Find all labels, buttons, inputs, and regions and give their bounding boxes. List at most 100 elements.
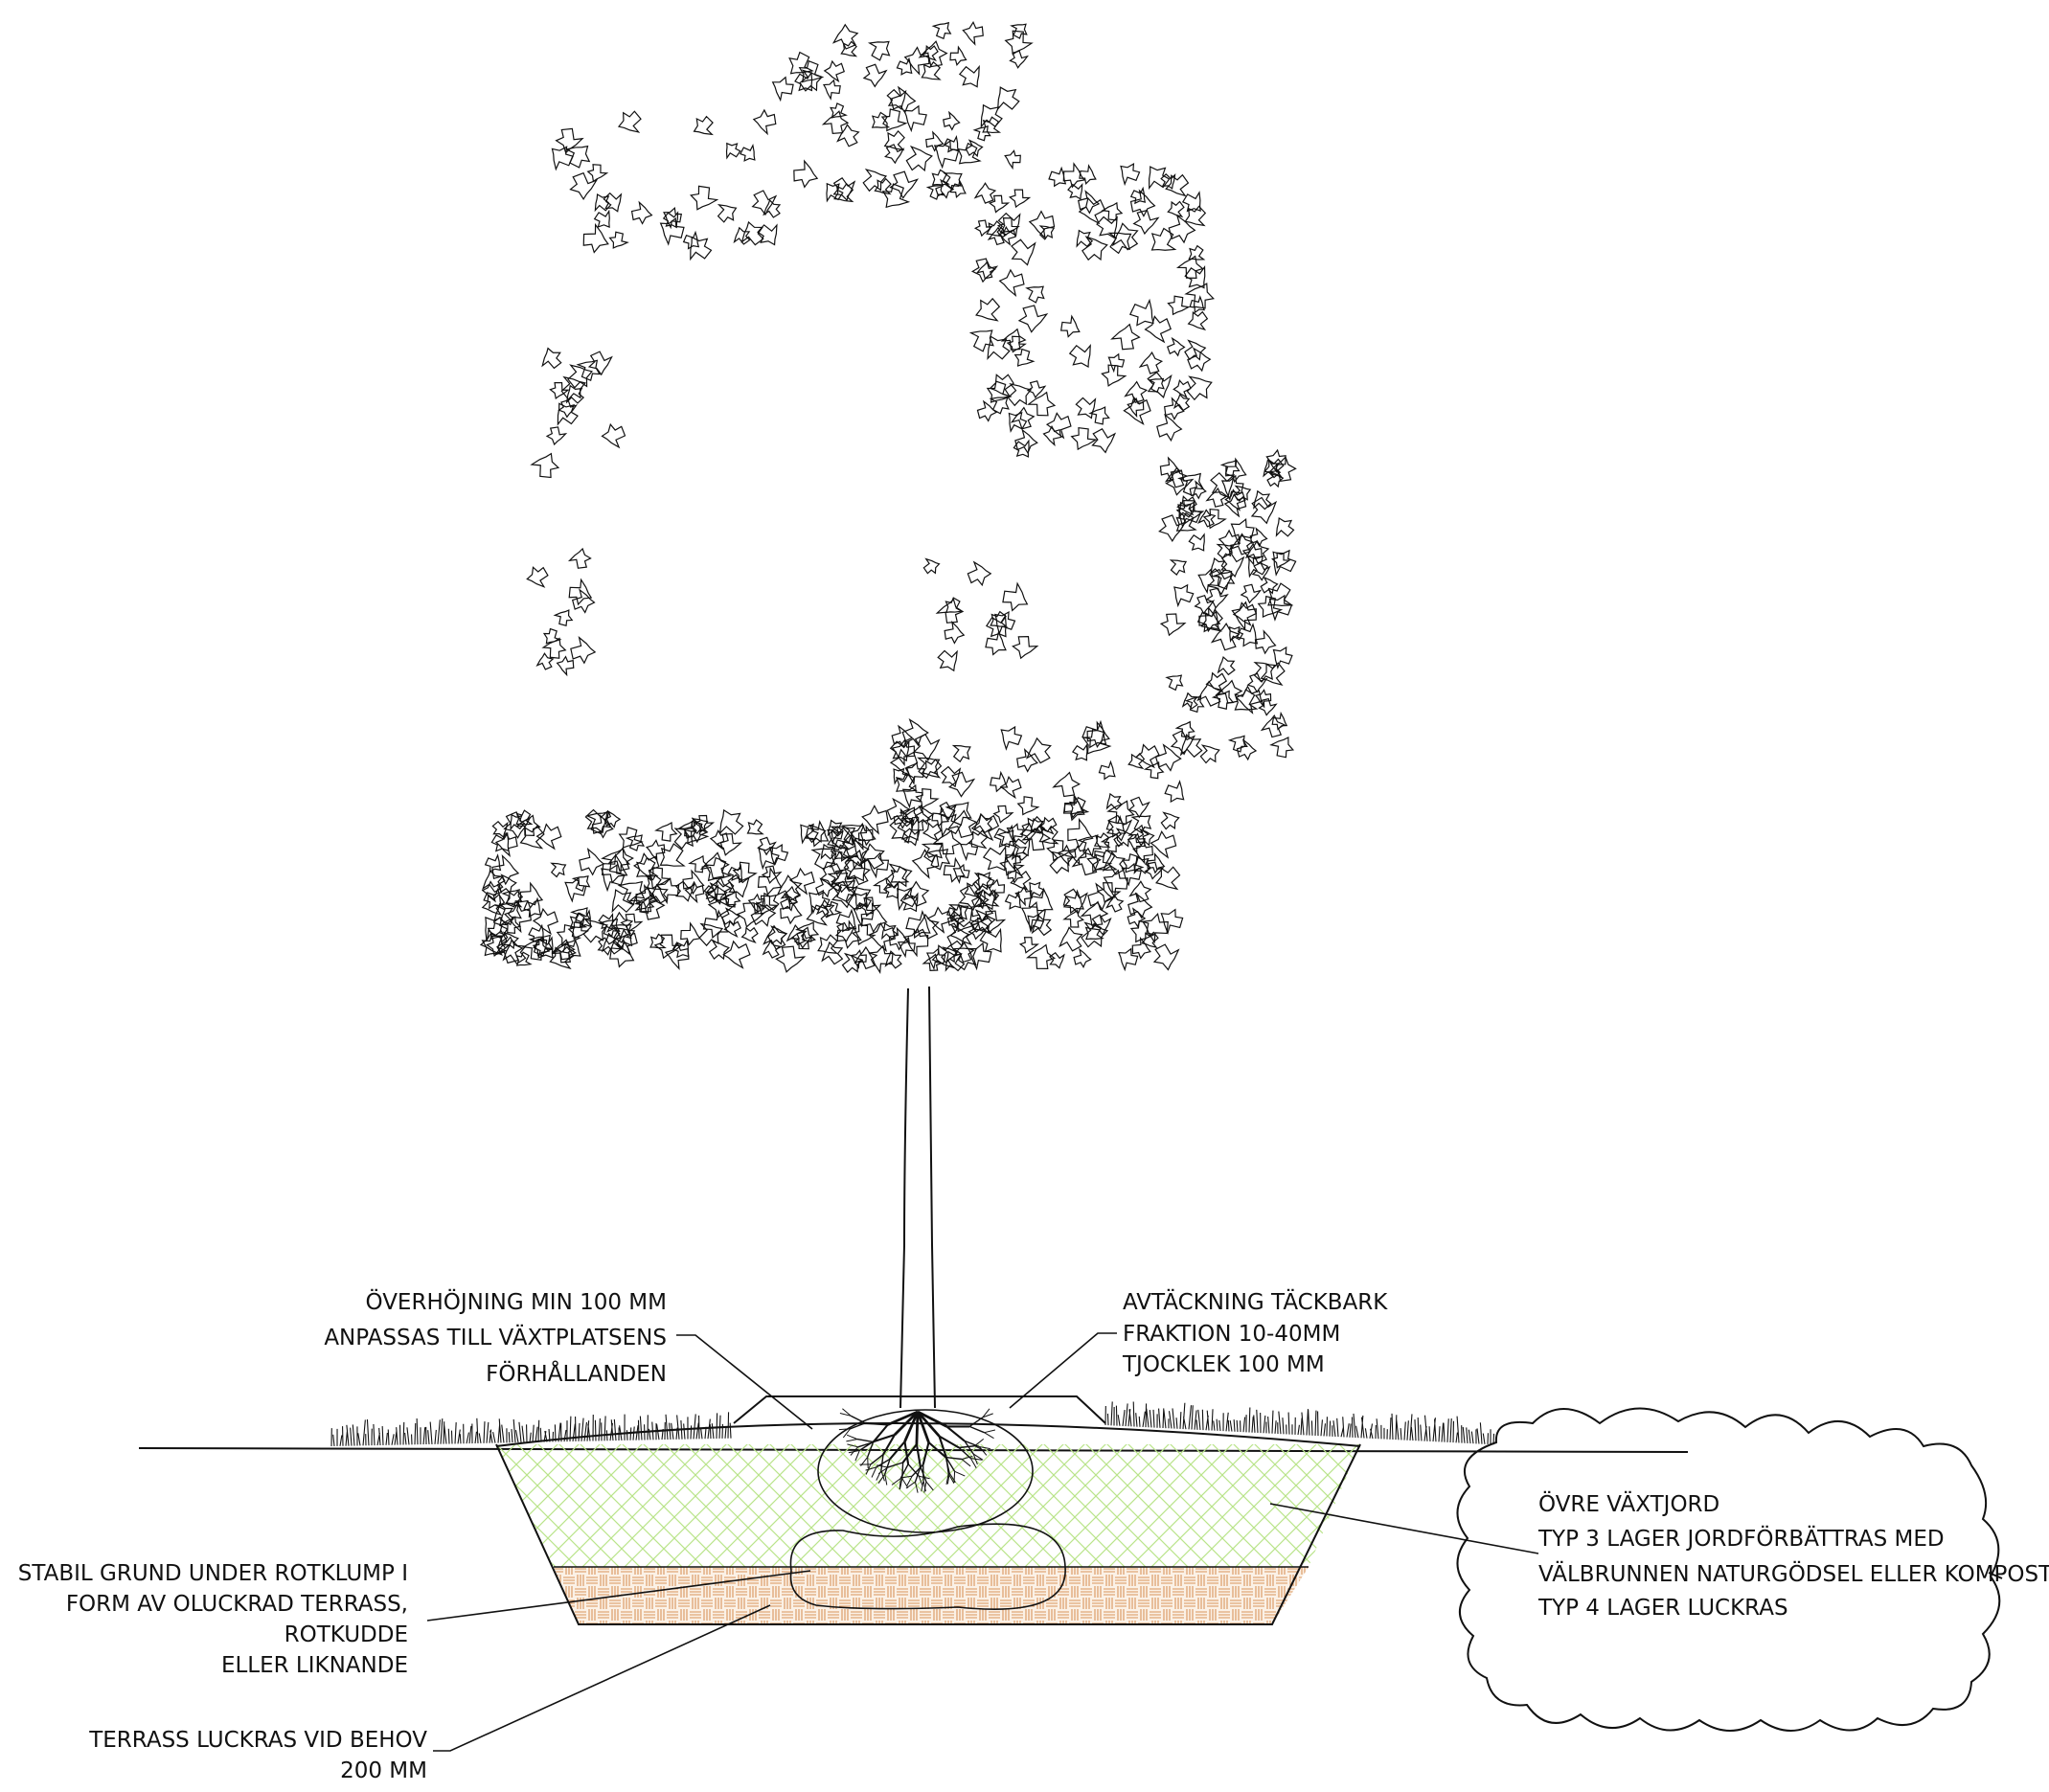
leaf xyxy=(992,804,1014,826)
leaf xyxy=(942,112,961,131)
base-label-line-4: ELLER LIKNANDE xyxy=(221,1653,408,1678)
leaf xyxy=(1114,159,1144,189)
leaf xyxy=(1025,737,1053,764)
leaf xyxy=(923,131,945,152)
leaf xyxy=(1116,860,1145,889)
leaf xyxy=(861,849,892,879)
leaf xyxy=(1052,770,1081,800)
leaf xyxy=(1161,778,1191,807)
leaf xyxy=(763,840,791,868)
leaf xyxy=(677,921,704,948)
leaf xyxy=(1087,402,1112,427)
leaf xyxy=(602,424,625,447)
leaf xyxy=(512,807,535,830)
trunk-right xyxy=(929,987,935,1408)
leaf xyxy=(867,109,893,135)
leaf xyxy=(1206,488,1227,509)
leaf xyxy=(948,178,969,199)
leaf xyxy=(1158,610,1186,638)
leaf xyxy=(546,425,567,446)
leaf xyxy=(659,204,685,230)
leaf xyxy=(998,579,1034,615)
leaf xyxy=(1214,539,1236,561)
leaf xyxy=(762,198,783,219)
raised-label-line-3: FÖRHÅLLANDEN xyxy=(486,1360,667,1387)
leaf xyxy=(819,178,846,205)
leaf xyxy=(1232,533,1253,555)
leaf xyxy=(1128,823,1150,845)
raised-label: ÖVERHÖJNING MIN 100 MM ANPASSAS TILL VÄX… xyxy=(324,1288,667,1387)
leaf xyxy=(1008,237,1039,268)
base-label: STABIL GRUND UNDER ROTKLUMP I FORM AV OL… xyxy=(18,1561,408,1678)
leaf xyxy=(708,938,731,961)
leaf xyxy=(738,219,766,248)
leaf xyxy=(738,142,761,165)
leaf xyxy=(1145,316,1171,342)
leaf xyxy=(585,161,609,185)
leaf xyxy=(1103,791,1125,813)
leaf xyxy=(976,261,995,280)
leaf xyxy=(894,56,917,79)
leaf xyxy=(1233,621,1264,652)
mulch-label-line-2: FRAKTION 10-40MM xyxy=(1123,1322,1340,1347)
leaf xyxy=(1171,730,1196,756)
leaf xyxy=(822,108,851,137)
leaf xyxy=(1215,654,1238,677)
leaf xyxy=(1228,599,1261,631)
leaf xyxy=(949,738,975,764)
leaf xyxy=(730,858,759,887)
leaf xyxy=(947,45,969,67)
leaf xyxy=(1126,295,1163,332)
terrace-label-line-1: TERRASS LUCKRAS VID BEHOV xyxy=(88,1728,427,1753)
tree-canopy-icon xyxy=(475,16,1300,975)
leaf xyxy=(1101,199,1126,224)
leaf xyxy=(582,804,617,838)
leaf xyxy=(751,841,783,873)
leaf xyxy=(1058,314,1084,341)
topsoil-label-line-3: VÄLBRUNNEN NATURGÖDSEL ELLER KOMPOST xyxy=(1538,1560,2049,1587)
leaf xyxy=(1219,551,1247,578)
leaf xyxy=(1249,495,1280,526)
leaf xyxy=(998,269,1026,297)
leaf xyxy=(1145,369,1176,400)
terrace-leader xyxy=(433,1605,770,1751)
leaf xyxy=(1066,340,1099,373)
leaf xyxy=(982,377,1014,410)
leaf xyxy=(864,941,898,975)
leaf xyxy=(1002,27,1035,59)
leaf xyxy=(720,139,743,162)
leaf xyxy=(1046,165,1072,191)
leaf xyxy=(1129,881,1150,902)
leaf xyxy=(931,827,963,858)
topsoil-label: ÖVRE VÄXTJORD TYP 3 LAGER JORDFÖRBÄTTRAS… xyxy=(1537,1490,2049,1621)
leaf xyxy=(890,170,918,198)
leaf xyxy=(1194,604,1227,638)
leaf xyxy=(904,881,929,906)
leaf xyxy=(538,345,564,371)
leaf xyxy=(865,34,896,64)
leaf xyxy=(1180,692,1199,711)
leaf xyxy=(1155,415,1182,442)
leaf xyxy=(1128,797,1149,817)
leaf xyxy=(968,562,990,585)
leaf xyxy=(767,73,798,103)
leaf xyxy=(601,190,626,215)
leaf xyxy=(536,824,561,849)
leaf xyxy=(1173,380,1192,398)
leaf xyxy=(751,108,778,135)
leaf xyxy=(763,925,787,950)
leaf xyxy=(714,199,740,225)
leaf xyxy=(1023,280,1050,306)
leaf xyxy=(1010,633,1038,662)
leaf xyxy=(833,24,858,49)
leaf xyxy=(949,772,974,797)
leaf xyxy=(1014,748,1039,773)
leaf xyxy=(1008,187,1032,211)
leaf xyxy=(1073,394,1102,422)
leaf xyxy=(972,295,1004,327)
mulch-label: AVTÄCKNING TÄCKBARK FRAKTION 10-40MM TJO… xyxy=(1122,1288,1388,1377)
base-label-line-3: ROTKUDDE xyxy=(285,1622,408,1647)
leaf xyxy=(1145,224,1181,261)
topsoil-label-line-1: ÖVRE VÄXTJORD xyxy=(1538,1490,1719,1517)
